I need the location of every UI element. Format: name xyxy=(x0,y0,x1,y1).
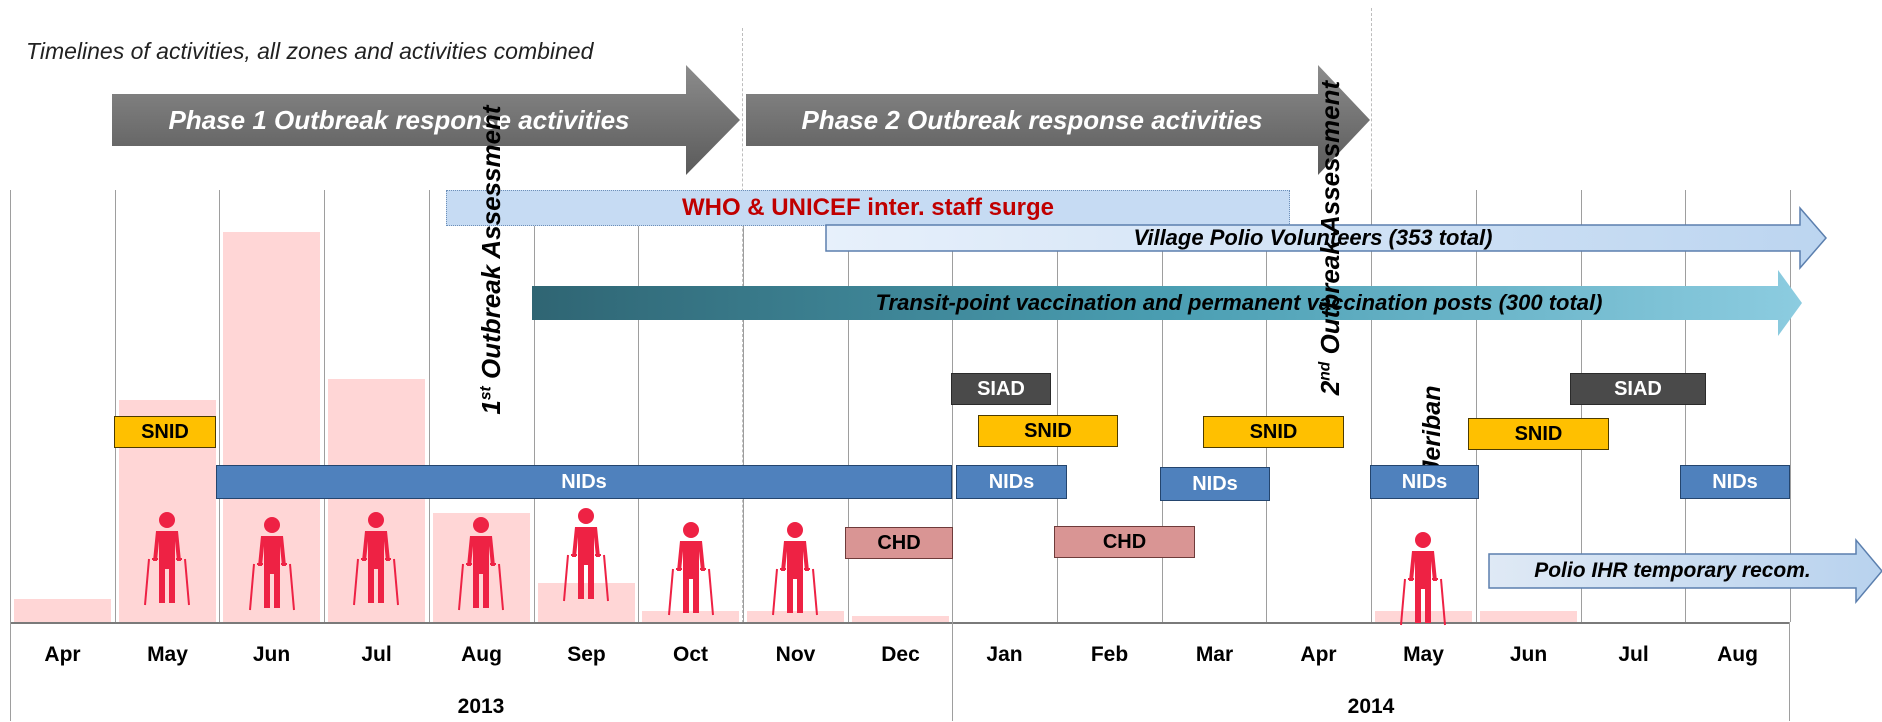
month-gridline xyxy=(1790,190,1791,622)
nids-box-aug: NIDs xyxy=(1680,465,1790,499)
year-divider xyxy=(952,622,953,721)
siad-box-jan: SIAD xyxy=(951,373,1051,405)
ihr-label: Polio IHR temporary recom. xyxy=(1534,559,1811,582)
year-label-2014: 2014 xyxy=(1347,695,1395,718)
case-bar xyxy=(642,611,739,622)
month-gridline xyxy=(219,190,220,622)
second-assessment-text: 2nd Outbreak Assessment xyxy=(1314,80,1345,396)
month-gridline xyxy=(1266,190,1267,622)
phase-1-arrow xyxy=(112,65,740,175)
month-gridline xyxy=(1057,190,1058,622)
nids-box-mar: NIDs xyxy=(1160,467,1270,501)
month-label: Feb xyxy=(1090,643,1129,666)
transit-points-arrow xyxy=(532,270,1802,336)
nids-box-may: NIDs xyxy=(1370,465,1479,499)
nids-box-main: NIDs xyxy=(216,465,952,499)
jeriban-text: Jeriban xyxy=(1417,385,1446,475)
case-bar xyxy=(1480,611,1577,622)
month-label: Oct xyxy=(672,643,708,666)
staff-surge-label: WHO & UNICEF inter. staff surge xyxy=(681,194,1055,221)
case-bar xyxy=(14,599,111,622)
time-axis xyxy=(10,622,1790,624)
chd-box-dec: CHD xyxy=(845,527,953,559)
month-gridline xyxy=(1371,190,1372,622)
nids-box-jan: NIDs xyxy=(956,465,1067,499)
village-volunteers-label: Village Polio Volunteers (353 total) xyxy=(1133,225,1493,250)
month-label: Nov xyxy=(775,643,816,666)
polio-case-icon xyxy=(246,516,298,617)
snid-box-jun: SNID xyxy=(1468,418,1609,450)
case-bar xyxy=(747,611,844,622)
month-label: Apr xyxy=(44,643,81,666)
axis-right-edge xyxy=(1789,622,1790,721)
month-label: Aug xyxy=(1717,643,1758,666)
case-bar xyxy=(328,379,425,622)
month-gridline xyxy=(534,190,535,622)
month-label: May xyxy=(1403,643,1444,666)
month-gridline xyxy=(324,190,325,622)
month-gridline xyxy=(638,190,639,622)
polio-case-icon xyxy=(141,511,193,612)
chd-box-feb: CHD xyxy=(1054,526,1195,558)
transit-points-label: Transit-point vaccination and permanent … xyxy=(875,290,1603,315)
polio-case-icon xyxy=(665,521,717,622)
case-bar xyxy=(852,616,949,622)
diagram-subtitle: Timelines of activities, all zones and a… xyxy=(26,38,594,64)
case-bar xyxy=(1375,611,1472,622)
polio-case-icon xyxy=(1397,531,1449,632)
month-label: Aug xyxy=(461,643,502,666)
phase-divider-1 xyxy=(742,28,743,623)
month-label: Mar xyxy=(1195,643,1234,666)
month-label: Dec xyxy=(881,643,920,666)
month-gridline xyxy=(115,190,116,622)
month-gridline xyxy=(1162,190,1163,622)
snid-box-mar: SNID xyxy=(1203,416,1344,448)
month-label: Sep xyxy=(567,643,606,666)
phase-arrows xyxy=(112,65,1370,175)
month-label: Jul xyxy=(361,643,392,666)
snid-box-jan: SNID xyxy=(978,415,1118,447)
month-gridline xyxy=(743,190,744,622)
polio-case-icon xyxy=(455,516,507,617)
ihr-arrow xyxy=(1488,537,1882,605)
month-gridline xyxy=(429,190,430,622)
phase-1-label: Phase 1 Outbreak response activities xyxy=(168,104,630,135)
first-assessment-text: 1st Outbreak Assessment xyxy=(475,105,506,415)
month-label: Jul xyxy=(1618,643,1649,666)
second-assessment-label: 2nd Outbreak Assessment xyxy=(1310,58,1350,418)
axis-left-edge xyxy=(10,622,11,721)
month-gridline xyxy=(848,190,849,622)
month-gridline xyxy=(1685,190,1686,622)
month-label: May xyxy=(147,643,188,666)
snid-box-may: SNID xyxy=(114,416,216,448)
month-gridline xyxy=(1581,190,1582,622)
first-assessment-label: 1st Outbreak Assessment xyxy=(471,80,511,440)
month-label: Jun xyxy=(252,643,291,666)
phase-2-arrow xyxy=(746,65,1370,175)
month-label: Jan xyxy=(986,643,1023,666)
village-volunteers-arrow xyxy=(825,205,1827,271)
polio-case-icon xyxy=(560,507,612,608)
year-label-2013: 2013 xyxy=(457,695,505,718)
month-label: Jun xyxy=(1509,643,1548,666)
phase-2-label: Phase 2 Outbreak response activities xyxy=(801,104,1263,135)
month-gridline xyxy=(1476,190,1477,622)
month-gridline xyxy=(10,190,11,622)
month-label: Apr xyxy=(1300,643,1337,666)
polio-case-icon xyxy=(769,521,821,622)
month-gridline xyxy=(952,190,953,622)
case-bar xyxy=(538,583,635,622)
polio-case-icon xyxy=(350,511,402,612)
siad-box-jul: SIAD xyxy=(1570,373,1706,405)
